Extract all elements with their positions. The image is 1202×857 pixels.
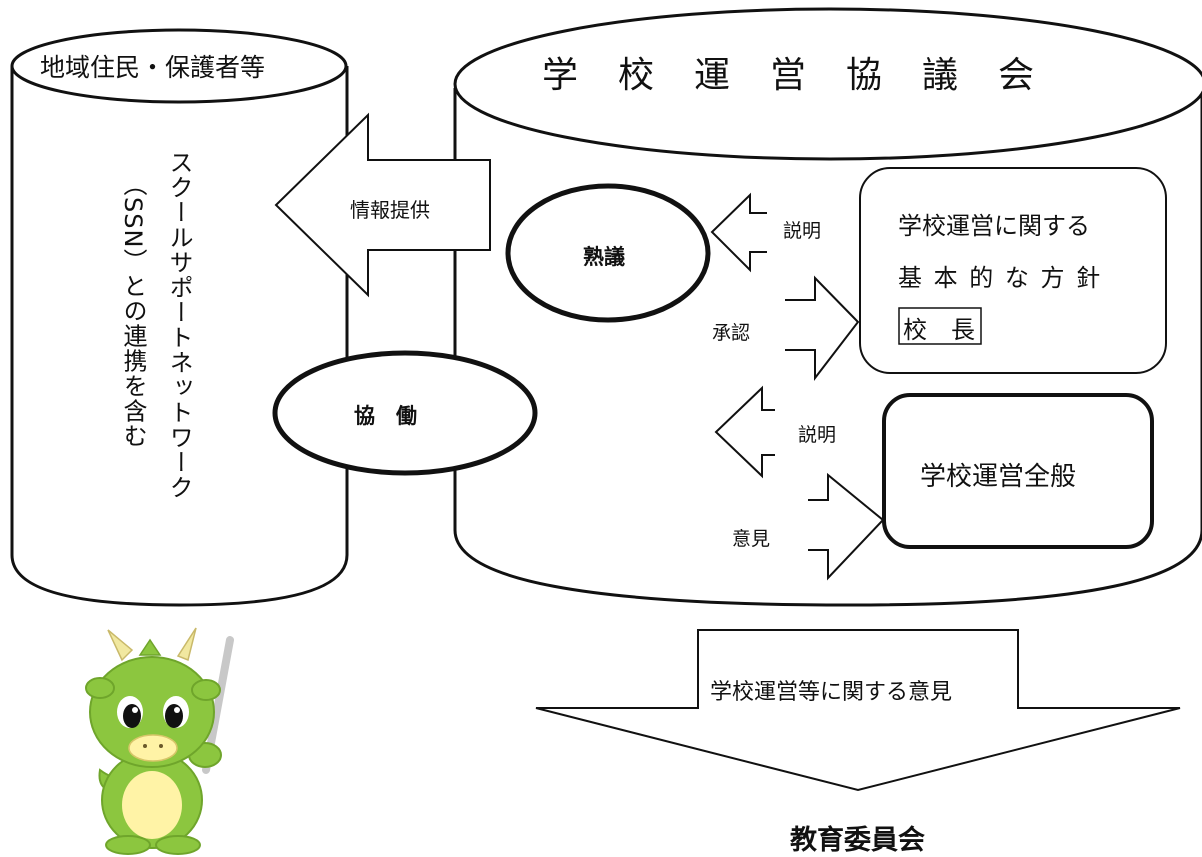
info-arrow [274,112,491,298]
collaboration-label: 協 働 [354,404,417,428]
opinion-label: 意見 [732,528,771,550]
principal-label: 校 長 [903,316,975,344]
board-label: 教育委員会 [790,825,925,856]
left-cylinder-title: 地域住民・保護者等 [40,53,266,82]
policy-line2: 基 本 的 な 方 針 [898,264,1103,292]
council-title: 学 校 運 営 協 議 会 [542,55,1037,96]
deliberation-label: 熟議 [583,245,625,269]
policy-box [859,167,1167,374]
explain-label-1: 説明 [783,220,822,242]
approve-arrow [785,275,860,381]
board-arrow-label: 学校運営等に関する意見 [710,680,953,705]
ssn-vertical-text-line2: （SSN）との連携を含む [119,172,147,449]
ssn-vertical-text-line1: スクールサポートネットワーク [165,150,193,500]
board-arrow [535,629,1181,792]
explain-arrow-1 [710,192,767,273]
deliberation-ellipse [505,183,711,323]
collaboration-ellipse [272,350,538,476]
explain-label-2: 説明 [798,424,837,446]
approve-label: 承認 [712,322,751,344]
principal-box [898,307,982,345]
mascot-dragon-icon [85,627,234,855]
policy-line1: 学校運営に関する [898,212,1090,240]
explain-arrow-2 [714,385,775,479]
general-box [882,393,1154,549]
info-provision-label: 情報提供 [350,198,430,222]
general-box-label: 学校運営全般 [920,462,1077,492]
left-cylinder [10,28,349,607]
